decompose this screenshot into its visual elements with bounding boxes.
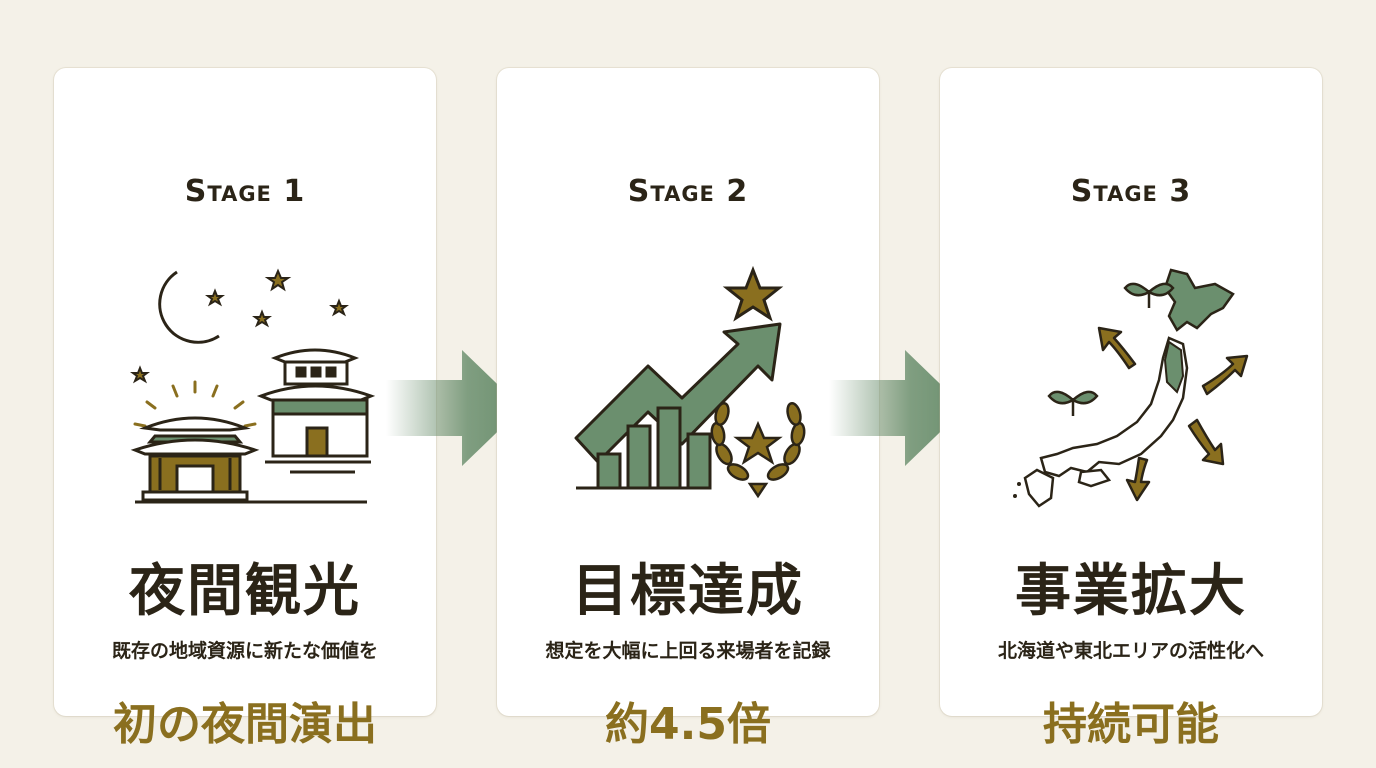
stage-3-highlight: 持続可能 [1043,699,1219,750]
stage-3-title: 事業拡大 [1015,558,1247,624]
stage-2-description: 想定を大幅に上回る来場者を記録 [545,640,831,662]
arrow-right-icon [829,350,965,466]
stage-3-label: Stage 3 [1070,174,1192,209]
star-icon [130,268,349,384]
stage-3-description: 北海道や東北エリアの活性化へ [997,640,1264,662]
stage-1-description: 既存の地域資源に新たな価値を [111,640,378,662]
stage-2-highlight: 約4.5倍 [605,699,771,750]
japan-map-icon [1013,268,1249,508]
stage-2-label: Stage 2 [627,174,749,209]
stage-1-highlight: 初の夜間演出 [113,699,377,750]
night-temple-icon [130,268,375,504]
laurel-star-icon [710,402,806,499]
stage-1-label: Stage 1 [184,174,306,209]
crescent-moon-icon [158,270,220,344]
stage-1-card: Stage 1 [54,68,436,750]
stage-3-card: Stage 3 事業拡大 北海道や東北エリアの活性化へ 持続可能 [940,68,1322,750]
stage-1-title: 夜間観光 [129,558,361,624]
arrow-right-icon [386,350,522,466]
star-icon [722,265,784,322]
sprout-icon [1047,282,1175,416]
stage-2-title: 目標達成 [572,558,804,624]
stage-2-card: Stage 2 目標達成 想定を大幅に上回る来場者を記録 約4.5倍 [497,68,879,750]
growth-chart-icon [574,265,806,499]
